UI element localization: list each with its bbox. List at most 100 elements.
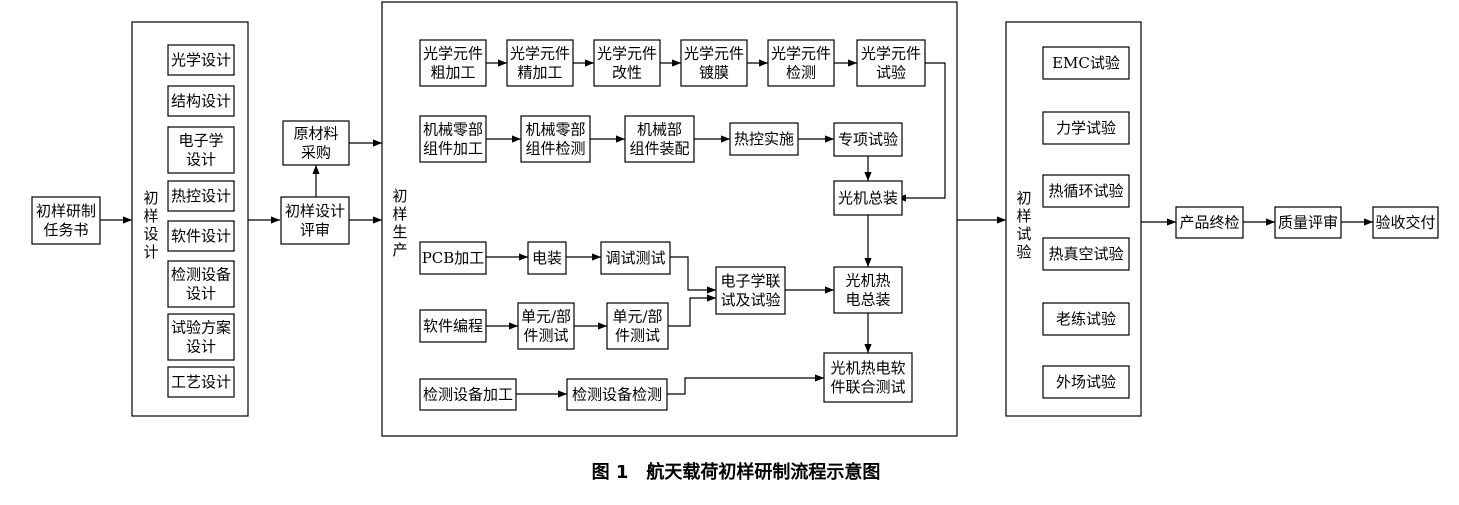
node-box xyxy=(1042,174,1130,208)
node-label: 单元/部 xyxy=(521,308,571,326)
node-x3: 热循环试验 xyxy=(1042,174,1130,208)
node-label: 光学元件 xyxy=(771,45,831,63)
node-f3: 验收交付 xyxy=(1372,206,1439,239)
node-box xyxy=(419,39,487,87)
node-label: 件测试 xyxy=(523,327,568,345)
node-box xyxy=(1042,365,1130,399)
figure-caption: 图 1 航天载荷初样研制流程示意图 xyxy=(592,461,881,483)
svg-text:计: 计 xyxy=(143,243,158,261)
node-box xyxy=(419,241,487,275)
node-box xyxy=(31,196,101,245)
node-p3: 调试测试 xyxy=(600,241,671,275)
node-label: 试验 xyxy=(876,64,906,82)
connectors xyxy=(100,59,1373,398)
node-label: 组件加工 xyxy=(423,140,483,158)
node-x1: EMC试验 xyxy=(1042,46,1130,80)
node-label: 粗加工 xyxy=(430,64,475,82)
node-box xyxy=(506,39,574,87)
svg-text:样: 样 xyxy=(1016,207,1031,225)
node-label: 光学元件 xyxy=(597,45,657,63)
svg-text:试: 试 xyxy=(1016,225,1031,243)
node-m5: 专项试验 xyxy=(833,122,903,157)
node-d-thermal: 热控设计 xyxy=(167,180,235,212)
node-label: 质量评审 xyxy=(1278,214,1338,232)
node-label: 验收交付 xyxy=(1375,214,1435,232)
node-label: 原材料 xyxy=(293,125,338,143)
node-s1: 软件编程 xyxy=(419,309,487,343)
node-box xyxy=(517,302,575,350)
node-box xyxy=(833,180,903,216)
node-label: 试验方案 xyxy=(171,319,231,337)
node-label: 评审 xyxy=(300,221,330,239)
node-d-process: 工艺设计 xyxy=(167,366,235,398)
node-label: 专项试验 xyxy=(838,131,898,149)
node-x4: 热真空试验 xyxy=(1042,237,1130,271)
node-label: 光学元件 xyxy=(684,45,744,63)
svg-text:产: 产 xyxy=(392,241,407,259)
node-box xyxy=(167,44,235,76)
node-box xyxy=(167,313,235,361)
node-label: 设计 xyxy=(186,338,216,356)
node-label: 改性 xyxy=(612,64,642,82)
node-t2: 检测设备检测 xyxy=(566,378,668,411)
node-x2: 力学试验 xyxy=(1042,111,1130,145)
node-label: EMC试验 xyxy=(1052,54,1120,72)
node-box xyxy=(167,126,235,174)
node-label: 初样研制 xyxy=(36,202,96,220)
node-box xyxy=(1042,302,1130,336)
node-box xyxy=(280,196,350,245)
svg-text:初: 初 xyxy=(1016,189,1031,207)
node-label: 光机热 xyxy=(845,272,890,290)
node-box xyxy=(606,302,669,350)
node-label: 件测试 xyxy=(615,327,660,345)
node-label: 机械零部 xyxy=(525,121,585,139)
node-label: 光学设计 xyxy=(171,51,231,69)
node-label: 件联合测试 xyxy=(830,378,905,396)
node-d-optical: 光学设计 xyxy=(167,44,235,76)
node-box xyxy=(1175,206,1244,239)
node-box xyxy=(715,266,786,315)
node-label: 单元/部 xyxy=(612,308,662,326)
svg-text:初: 初 xyxy=(392,187,407,205)
node-box xyxy=(1274,206,1342,239)
node-label: 试及试验 xyxy=(720,291,780,309)
node-box xyxy=(419,115,487,163)
node-d-software: 软件设计 xyxy=(167,220,235,252)
node-label: 电子学联 xyxy=(720,272,780,290)
node-p2: 电装 xyxy=(527,241,567,275)
node-label: 任务书 xyxy=(43,221,88,239)
node-box xyxy=(600,241,671,275)
node-label: 检测设备加工 xyxy=(423,386,513,404)
node-label: 机械零部 xyxy=(423,121,483,139)
node-box xyxy=(729,122,799,156)
svg-text:样: 样 xyxy=(143,207,158,225)
node-x5: 老练试验 xyxy=(1042,302,1130,336)
node-p1: PCB加工 xyxy=(419,241,487,275)
svg-text:生: 生 xyxy=(392,223,407,241)
node-label: 设计 xyxy=(186,151,216,169)
node-label: 电总装 xyxy=(845,291,890,309)
svg-text:验: 验 xyxy=(1016,243,1031,261)
node-label: 精加工 xyxy=(517,64,562,82)
node-label: 结构设计 xyxy=(171,92,231,110)
svg-text:初: 初 xyxy=(143,189,158,207)
node-box xyxy=(767,39,835,87)
node-box xyxy=(1042,46,1130,80)
node-label: 光学元件 xyxy=(861,45,921,63)
node-x6: 外场试验 xyxy=(1042,365,1130,399)
node-label: 热真空试验 xyxy=(1048,245,1123,263)
nodes: 初样研制任务书光学设计结构设计电子学设计热控设计软件设计检测设备设计试验方案设计… xyxy=(31,39,1439,411)
group-test-frame xyxy=(1005,21,1142,417)
node-box xyxy=(593,39,661,87)
